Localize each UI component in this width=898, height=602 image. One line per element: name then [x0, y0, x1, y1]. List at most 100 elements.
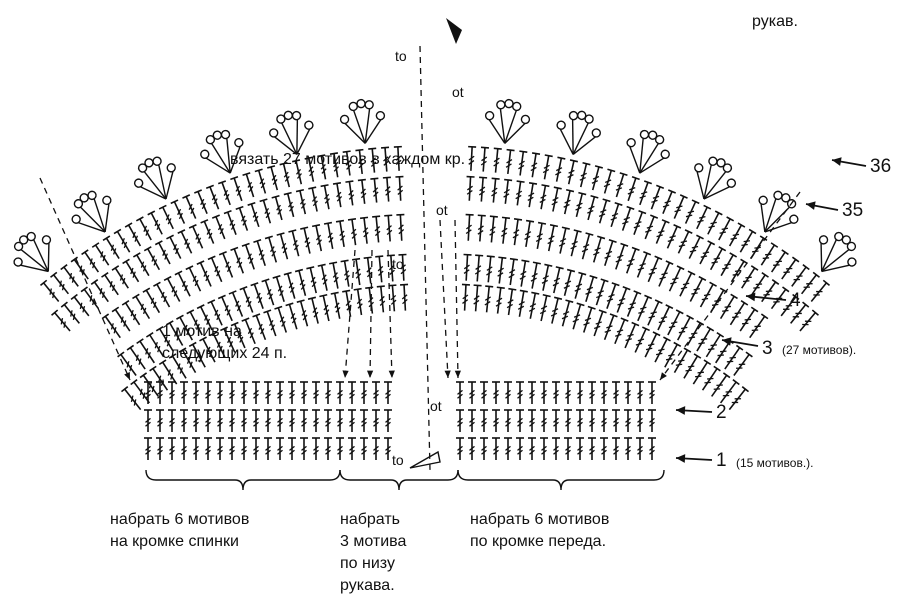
stitch-symbol — [132, 294, 152, 320]
stitch-symbol — [277, 233, 292, 260]
stitch-symbol — [549, 187, 562, 212]
stitch-symbol — [192, 438, 200, 460]
stitch-symbol — [192, 410, 200, 432]
stitch-symbol — [354, 289, 366, 316]
stitch-symbol — [636, 382, 644, 404]
stitch-symbol — [224, 211, 240, 236]
stitch-symbol — [204, 438, 212, 460]
stitch-symbol — [505, 289, 517, 316]
stitch-symbol — [123, 259, 142, 284]
stitch-symbol — [312, 225, 325, 252]
stitch-symbol — [600, 382, 608, 404]
stitch-symbol — [383, 177, 393, 202]
stitch-symbol — [513, 181, 524, 206]
stitch-symbol — [348, 438, 356, 460]
stitch-symbol — [263, 310, 279, 337]
guide-arrowhead — [455, 371, 461, 378]
stitch-symbol — [567, 230, 581, 257]
stitch-symbol — [718, 253, 737, 278]
row-3-note: (27 мотивов). — [782, 342, 856, 358]
stitch-symbol — [242, 244, 258, 271]
stitch-symbol — [295, 270, 309, 297]
stitch-symbol — [464, 215, 473, 241]
shell-motif — [127, 150, 186, 209]
stitch-symbol — [168, 382, 176, 404]
shell-motif — [746, 183, 807, 244]
stitch-symbol — [306, 267, 320, 294]
stitch-symbol — [648, 438, 656, 460]
stitch-symbol — [212, 215, 228, 240]
stitch-symbol — [370, 178, 380, 203]
stitch-symbol — [300, 438, 308, 460]
stitch-symbol — [537, 185, 549, 210]
stitch-symbol — [601, 169, 615, 194]
stitch-symbol — [726, 223, 745, 248]
stitch-symbol — [484, 256, 494, 283]
stitch-symbol — [255, 169, 269, 194]
row-arrowhead — [832, 157, 842, 166]
stitch-symbol — [260, 199, 275, 224]
stitch-symbol — [576, 438, 584, 460]
stitch-symbol — [358, 180, 369, 205]
stitch-symbol — [252, 438, 260, 460]
stitch-symbol — [236, 207, 251, 232]
stitch-symbol — [112, 266, 132, 291]
turn-marker-right-upper: ot — [452, 82, 464, 102]
stitch-symbol — [533, 223, 546, 250]
stitch-symbol — [178, 230, 195, 255]
stitch-symbol — [348, 219, 360, 246]
stitch-symbol — [516, 151, 527, 176]
stitch-symbol — [540, 410, 548, 432]
dashed-guide-line — [40, 178, 130, 380]
stitch-symbol — [624, 410, 632, 432]
stitch-symbol — [194, 190, 210, 215]
stitch-symbol — [216, 382, 224, 404]
stitch-symbol — [552, 438, 560, 460]
stitch-symbol — [456, 438, 464, 460]
stitch-symbol — [252, 410, 260, 432]
stitch-symbol — [624, 291, 641, 318]
stitch-symbol — [758, 280, 778, 304]
row-number-1: 1 — [716, 450, 727, 472]
stitch-symbol — [612, 382, 620, 404]
stitch-symbol — [324, 382, 332, 404]
stitch-symbol — [229, 291, 246, 318]
stitch-symbol — [462, 255, 471, 281]
stitch-symbol — [522, 221, 534, 248]
dashed-guide-line — [420, 46, 430, 470]
knit-motifs-label: вязать 27 мотивов в каждом кр. — [230, 150, 465, 170]
stitch-symbol — [360, 217, 371, 244]
stitch-symbol — [540, 438, 548, 460]
stitch-symbol — [156, 382, 164, 404]
stitch-symbol — [492, 438, 500, 460]
stitch-symbol — [312, 410, 320, 432]
stitch-symbol — [693, 205, 711, 230]
stitch-symbol — [168, 410, 176, 432]
cast-on-brace — [340, 470, 458, 490]
stitch-symbol — [528, 153, 540, 178]
stitch-symbol — [552, 382, 560, 404]
stitch-symbol — [240, 438, 248, 460]
stitch-symbol — [492, 410, 500, 432]
stitch-symbol — [582, 276, 597, 303]
stitch-symbol — [528, 262, 541, 289]
stitch-symbol — [624, 438, 632, 460]
stitch-symbol — [564, 410, 572, 432]
stitch-symbol — [264, 438, 272, 460]
stitch-symbol — [324, 438, 332, 460]
stitch-symbol — [318, 264, 331, 291]
stitch-symbol — [619, 207, 634, 232]
shell-motif — [4, 223, 66, 285]
stitch-symbol — [737, 229, 756, 254]
stitch-symbol — [468, 382, 476, 404]
stitch-symbol — [614, 287, 631, 314]
stitch-symbol — [364, 257, 375, 284]
stitch-symbol — [284, 273, 299, 300]
stitch-symbol — [253, 240, 269, 267]
cast-on-braces — [146, 470, 664, 490]
stitch-symbol — [384, 382, 392, 404]
stitch-symbol — [506, 259, 518, 286]
row-number-4: 4 — [790, 290, 801, 312]
stitch-symbol — [479, 147, 489, 172]
